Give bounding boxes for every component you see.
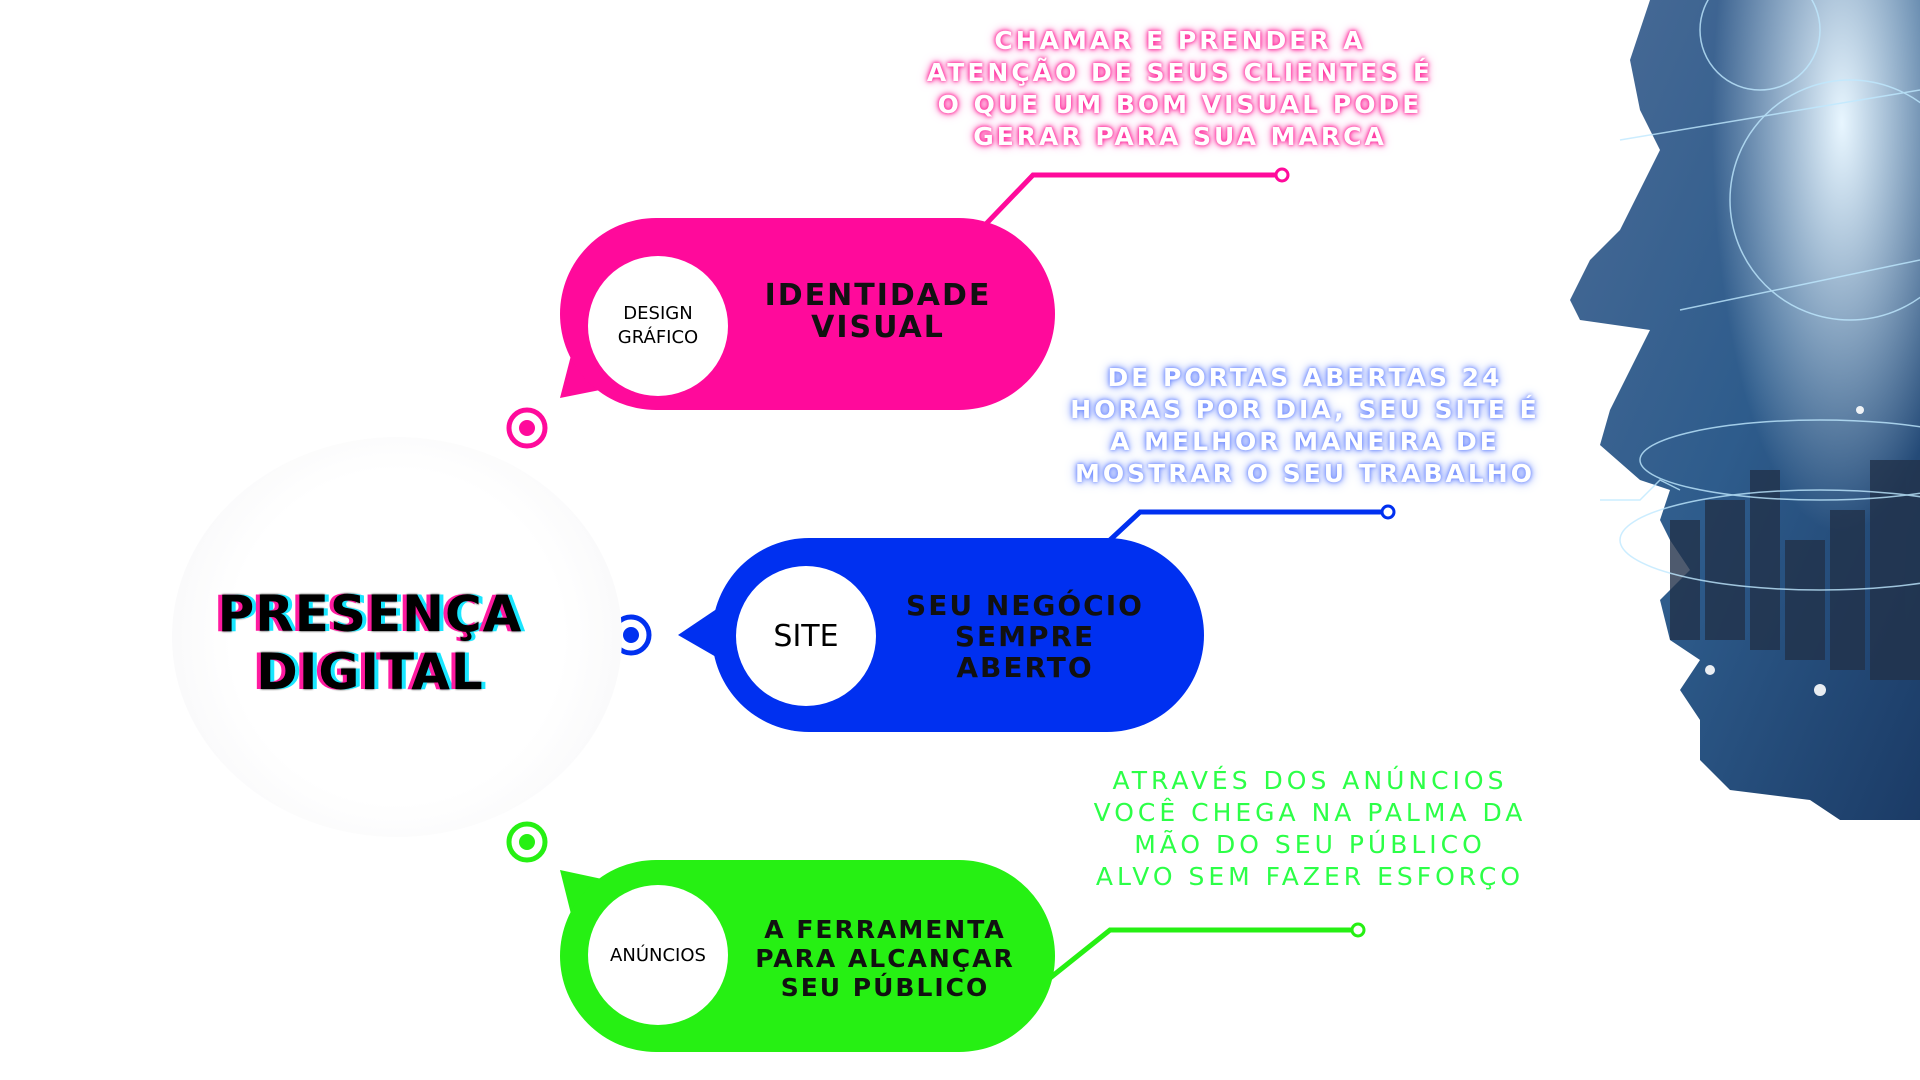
ads-description: ATRAVÉS DOS ANÚNCIOS VOCÊ CHEGA NA PALMA…	[1093, 766, 1527, 891]
site-description: DE PORTAS ABERTAS 24 HORAS POR DIA, SEU …	[1070, 363, 1540, 488]
connector-dot-blue	[1380, 504, 1396, 520]
target-ring-icon	[506, 821, 548, 863]
center-circle	[172, 437, 622, 837]
connector-line-green	[1033, 927, 1355, 992]
site-label: SEU NEGÓCIO SEMPRE ABERTO	[906, 589, 1144, 684]
connector-dot-pink	[1274, 167, 1290, 183]
site-badge: SITE	[736, 566, 876, 706]
identity-description: CHAMAR E PRENDER A ATENÇÃO DE SEUS CLIEN…	[926, 26, 1434, 151]
connector-line-blue	[1108, 509, 1385, 542]
face-network-illustration	[1570, 0, 1920, 820]
title-line-1: PRESENÇA	[217, 585, 523, 643]
ads-badge: ANÚNCIOS	[588, 885, 728, 1025]
title-line-2: DIGITAL	[256, 643, 484, 701]
connector-dot-green	[1350, 922, 1366, 938]
identity-label: IDENTIDADE VISUAL	[764, 278, 992, 345]
design-badge: DESIGN GRÁFICO	[588, 256, 728, 396]
target-ring-icon	[610, 614, 652, 656]
target-ring-icon	[506, 407, 548, 449]
page-title: PRESENÇA DIGITAL	[160, 585, 580, 701]
ads-label: A FERRAMENTA PARA ALCANÇAR SEU PÚBLICO	[755, 915, 1015, 1002]
connector-line-pink	[983, 172, 1280, 227]
